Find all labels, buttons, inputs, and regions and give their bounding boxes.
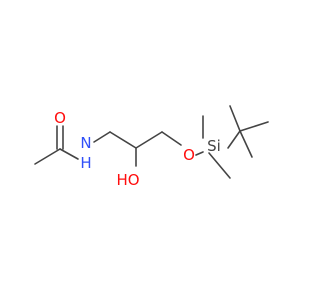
atom-oxygen-carbonyl: O [54, 109, 66, 127]
bond-silicon-quaternary-carbon [227, 130, 241, 149]
bond-carbonyl-nitrogen [59, 148, 79, 160]
atom-hydrogen-on-nitrogen: H [80, 154, 91, 172]
bond-silicon-methyl-bottom [208, 152, 231, 179]
atom-silicon: Si [207, 137, 221, 155]
bond-ch2-choh [109, 131, 137, 149]
bond-choh-ch2 [135, 131, 163, 149]
bond-quaternary-methyl-right [239, 121, 269, 132]
bond-methyl-carbonyl [34, 148, 61, 165]
bond-oxygen-silicon [195, 151, 204, 156]
chemical-structure: O N H HO O Si [0, 0, 300, 300]
atom-oxygen-ether: O [183, 146, 195, 164]
canvas-background [0, 0, 300, 300]
bond-nitrogen-ch2 [93, 131, 111, 143]
atom-nitrogen: N [80, 134, 91, 152]
bond-quaternary-methyl-top [229, 105, 241, 132]
bond-ch2-oxygen [161, 131, 182, 146]
atom-hydroxyl: HO [116, 171, 139, 189]
bond-quaternary-methyl-bottom [239, 130, 253, 158]
